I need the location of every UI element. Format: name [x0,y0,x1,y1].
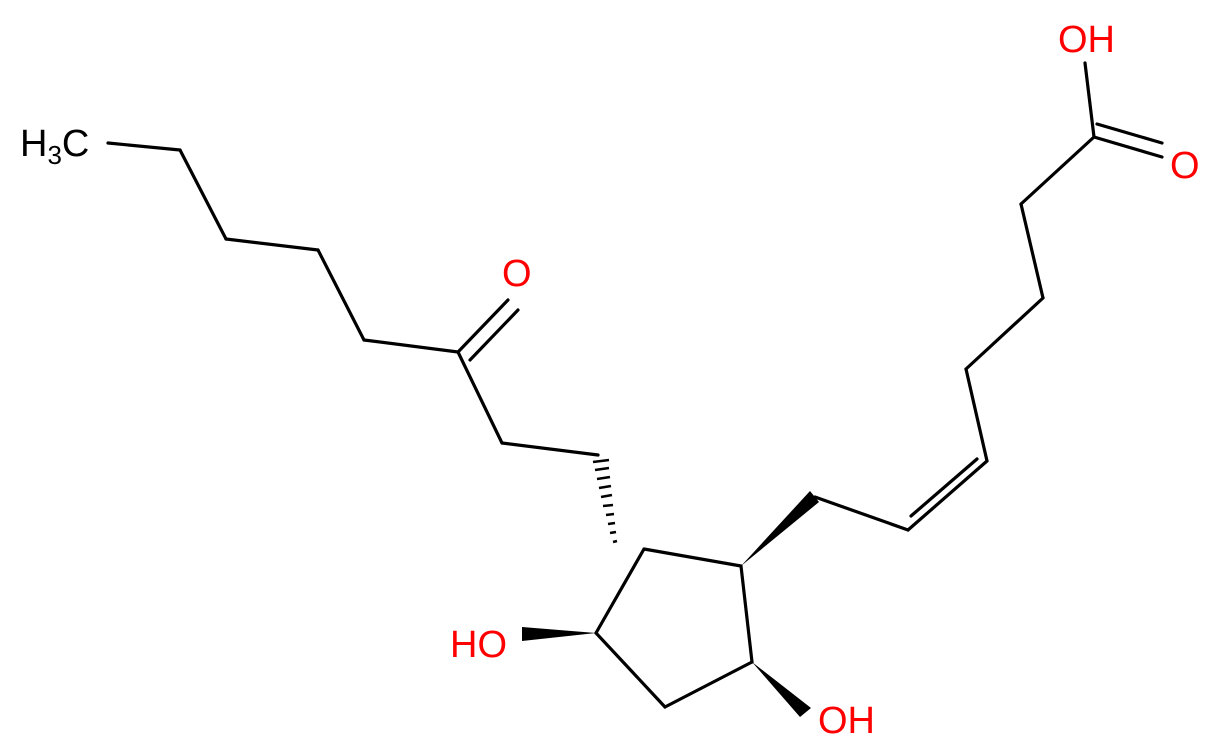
methyl-sub: 3 [47,140,61,170]
acid-c-o-double-inner [1095,122,1164,145]
carboxylic-acid [1083,61,1164,159]
bond-c2-c3 [178,148,228,241]
bond-c1-c2 [106,141,182,152]
bond-c6-c7 [456,350,504,445]
cis-double-bond-outer [906,459,989,532]
ring-bond-a [642,547,743,568]
wedge-bond-oh-right [752,662,811,717]
ring-bond-b [739,564,754,664]
bond-c7-c8 [500,441,600,457]
ketone-bond-outer [456,298,510,354]
ring-bond-d [594,631,667,709]
acid-oxygen-label: O [1170,145,1200,187]
methyl-h: H [20,123,47,165]
bond-a1 [813,495,910,532]
bond-a5 [1019,202,1045,300]
acid-hydroxyl-label: OH [1058,19,1115,61]
hashed-bond-upper-chain [592,458,618,544]
ring-bond-e [594,547,646,635]
acid-chain [813,135,1096,532]
bond-a3 [964,367,989,463]
cyclopentane-ring [594,547,754,709]
ring-hydroxyl-right-label: OH [818,700,875,742]
methyl-c: C [62,123,89,165]
bond-c5-c6 [362,338,460,354]
alkyl-chain [106,141,460,354]
ketone-double-bond [456,298,520,362]
acid-c-o-double-outer [1092,135,1164,159]
bond-a4 [964,296,1045,371]
ketone-bond-inner [468,308,520,362]
acid-c-oh-bond [1083,61,1096,139]
ketone-oxygen-label: O [502,253,532,295]
ketone-to-ring-chain [456,350,600,457]
bond-c3-c4 [224,237,320,252]
ring-hydroxyl-left-label: HO [450,624,507,666]
cis-double-bond-inner [909,457,979,518]
bond-a6 [1019,135,1096,206]
svg-text:H3C: H3C [20,123,89,170]
methyl-label: H3C [20,123,89,170]
ring-bond-c [663,660,754,709]
wedge-bond-lower-chain [741,491,819,566]
bond-c4-c5 [316,248,366,342]
wedge-bond-ho-left [522,627,596,641]
